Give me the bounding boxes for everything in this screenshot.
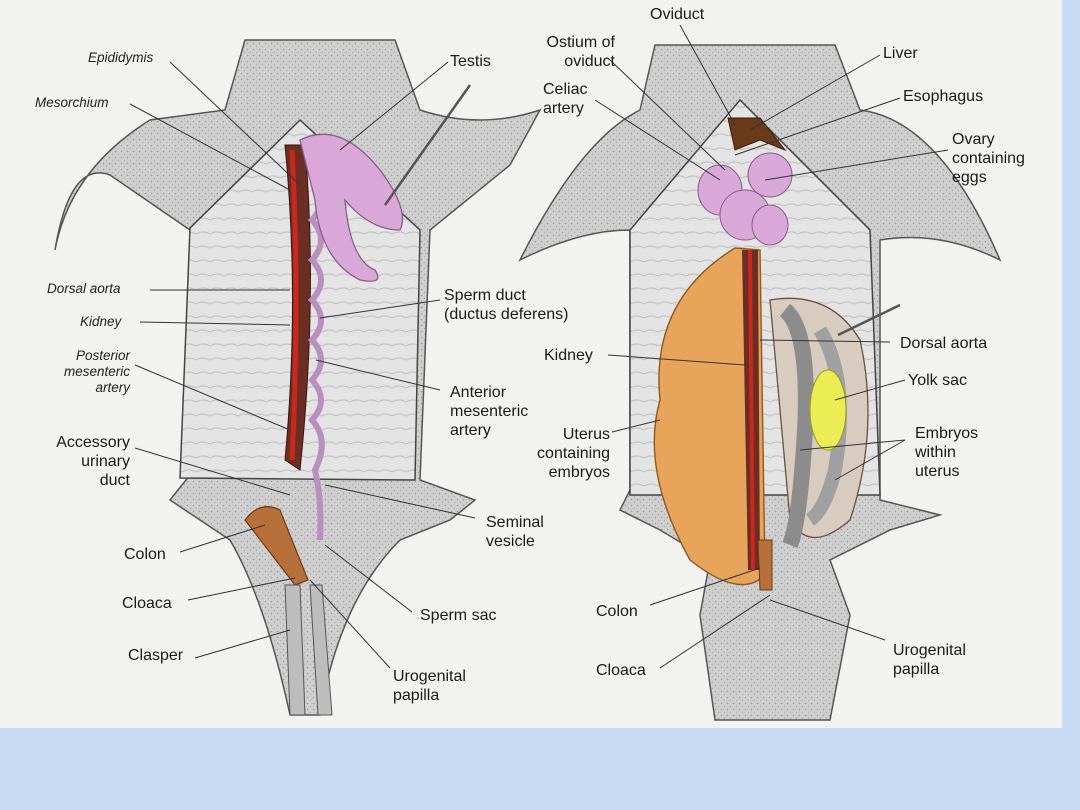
label-posterior-mesenteric-artery: Posterior mesenteric artery [63, 348, 130, 395]
label-kidney-female: Kidney [544, 347, 593, 364]
label-accessory-urinary-duct: Accessory urinary duct [56, 434, 130, 489]
label-mesorchium: Mesorchium [35, 95, 109, 110]
dissection-illustration [54, 24, 1002, 721]
label-epididymis: Epididymis [88, 50, 154, 65]
label-cloaca-male: Cloaca [122, 595, 172, 612]
label-testis: Testis [450, 53, 491, 70]
leader-lines [129, 24, 949, 669]
label-liver: Liver [883, 45, 918, 62]
label-sperm-sac: Sperm sac [420, 607, 497, 624]
label-dorsal-aorta-male: Dorsal aorta [47, 281, 121, 296]
label-ovary-containing-eggs: Ovary containing eggs [952, 131, 1025, 186]
label-dorsal-aorta-female: Dorsal aorta [900, 335, 988, 352]
label-urogenital-papilla-female: Urogenital papilla [893, 642, 966, 678]
label-anterior-mesenteric-artery: Anterior mesenteric artery [450, 384, 529, 439]
diagram-photo: Epididymis Testis Mesorchium Dorsal aort… [0, 0, 1062, 728]
male-specimen [54, 39, 542, 716]
label-esophagus: Esophagus [903, 88, 984, 105]
label-sperm-duct: Sperm duct (ductus deferens) [444, 287, 569, 323]
label-celiac-artery: Celiac artery [543, 81, 588, 117]
label-colon-female: Colon [596, 603, 638, 620]
label-colon-male: Colon [124, 546, 166, 563]
label-oviduct: Oviduct [650, 6, 705, 23]
label-seminal-vesicle: Seminal vesicle [486, 514, 544, 550]
female-specimen [518, 44, 1002, 721]
label-yolk-sac: Yolk sac [908, 372, 967, 389]
label-clasper: Clasper [128, 647, 184, 664]
label-embryos-within-uterus: Embryos within uterus [915, 425, 979, 480]
label-cloaca-female: Cloaca [596, 662, 646, 679]
label-urogenital-papilla-male: Urogenital papilla [393, 668, 466, 704]
label-kidney-male: Kidney [80, 314, 122, 329]
label-uterus-containing-embryos: Uterus containing embryos [537, 426, 610, 481]
label-ostium-of-oviduct: Ostium of oviduct [546, 34, 615, 70]
